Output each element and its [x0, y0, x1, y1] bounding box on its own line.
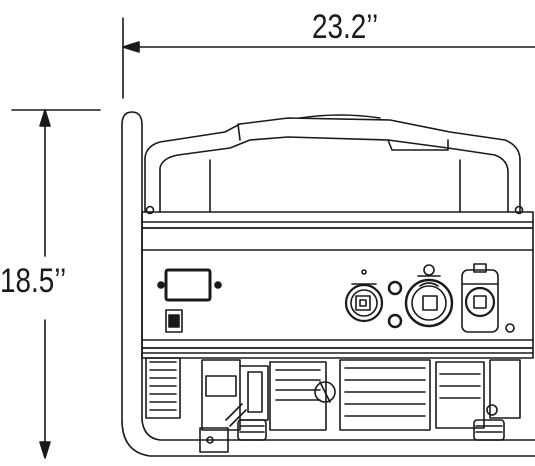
outlet-left	[344, 269, 384, 323]
engine-assembly	[145, 357, 521, 431]
indicator-lights	[387, 280, 515, 333]
rubber-feet	[199, 419, 505, 453]
top-mount-bolts	[145, 205, 524, 215]
width-label: 23.2’’	[312, 8, 379, 46]
fuel-tank-cover	[144, 114, 521, 213]
hour-meter	[157, 268, 222, 302]
outlet-right	[461, 263, 499, 333]
frame-upper-band	[141, 211, 534, 229]
breaker-switch	[165, 309, 183, 333]
width-dimension-line	[122, 17, 535, 99]
height-dimension-line	[11, 109, 101, 459]
frame-lower-band	[141, 347, 534, 359]
height-label: 18.5’’	[0, 262, 67, 300]
frame-left-tube	[121, 111, 535, 457]
outlet-center	[404, 264, 454, 328]
